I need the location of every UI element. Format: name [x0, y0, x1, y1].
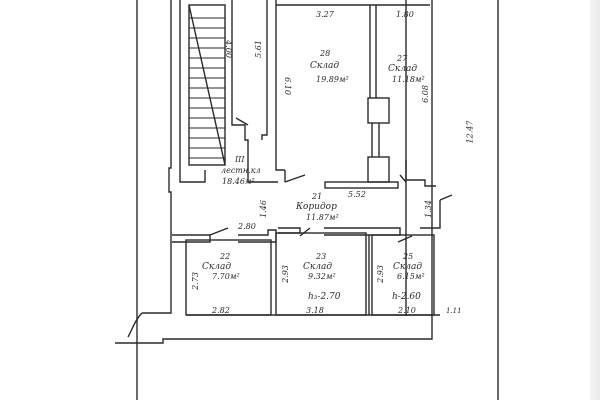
room-area: 18.46м² [222, 177, 255, 186]
room-name: Склад [388, 64, 418, 74]
room28-left [275, 5, 285, 171]
room27-bottom [405, 160, 436, 187]
room-name: Склад [202, 262, 232, 272]
outer-wall-left [142, 0, 172, 314]
room23-top-right [324, 227, 401, 236]
room-name: Склад [303, 262, 333, 272]
dimension-room22-door: 2.80 [238, 222, 256, 231]
room23-top-left [278, 227, 301, 234]
dimension-stair-wall: 5.61 [253, 40, 263, 58]
room-height: h-2.60 [392, 292, 421, 302]
room22-top-wall [172, 234, 211, 243]
stair-hall-wall [261, 0, 268, 140]
dimension-building-length: 12.47 [465, 120, 475, 144]
room-name: лестн.кл [221, 166, 261, 175]
dimension-corridor-left: 1.46 [258, 200, 268, 218]
dimension-corridor-wall: 5.52 [348, 190, 366, 199]
room25-top [420, 200, 441, 229]
door-swing-icon [397, 235, 413, 243]
door-swing-icon [235, 117, 249, 126]
stairwell-wall-right [231, 0, 278, 183]
scan-edge [590, 0, 600, 400]
door-swing-icon [284, 174, 306, 183]
dimension-stair-length: 4.00 [223, 40, 233, 58]
dimension-room28-height: 6.10 [282, 77, 292, 95]
room-number: 28 [320, 49, 331, 58]
room-area: 7.70м² [212, 272, 240, 281]
stair-treads [189, 17, 225, 159]
room-number: 23 [316, 252, 327, 261]
dimension-room27-height: 6.08 [420, 85, 430, 103]
outer-wall-bottom-right [115, 0, 433, 344]
dimension-room22-width: 2.82 [212, 306, 230, 315]
dimension-corridor-right: 1.34 [423, 200, 433, 218]
room-name: Склад [393, 262, 423, 272]
room-name: Коридор [296, 202, 337, 212]
dimension-room22-height: 2.73 [190, 272, 200, 290]
stairwell-wall-left [179, 0, 206, 183]
room22-top-wall-right [238, 229, 277, 243]
door-swing-icon [209, 227, 229, 236]
room-number: 21 [312, 192, 323, 201]
door-swing-icon [399, 174, 407, 183]
room-number: III [235, 155, 245, 164]
dimension-room23-width: 3.18 [306, 306, 324, 315]
door-swing-icon [439, 194, 453, 201]
room-area: 19.89м² [316, 75, 349, 84]
door-swing-icon [299, 227, 311, 237]
room-area: 11.87м² [306, 213, 339, 222]
room-name: Склад [310, 61, 340, 71]
room-area: 6.15м² [397, 272, 425, 281]
dimension-room25-height: 2.93 [375, 265, 385, 283]
room-area: 9.32м² [308, 272, 336, 281]
room-number: 25 [403, 252, 414, 261]
break-line-icon [127, 312, 143, 338]
stair-diagonal [188, 4, 226, 166]
dimension-room28-width: 3.27 [316, 10, 334, 19]
corridor-wall-552 [324, 181, 399, 189]
room-number: 22 [220, 252, 231, 261]
dimension-room25-width: 2.10 [398, 306, 416, 315]
column-2 [367, 156, 390, 183]
column-1 [367, 97, 390, 124]
stair-block [188, 4, 226, 166]
room-area: 11.18м² [392, 75, 425, 84]
dimension-end-width: 1.11 [446, 307, 462, 315]
dimension-room27-width: 1.80 [396, 10, 414, 19]
top-wall [275, 0, 430, 6]
room-height: h₃-2.70 [308, 292, 341, 302]
room-number: 27 [397, 54, 408, 63]
dimension-room23-height: 2.93 [280, 265, 290, 283]
